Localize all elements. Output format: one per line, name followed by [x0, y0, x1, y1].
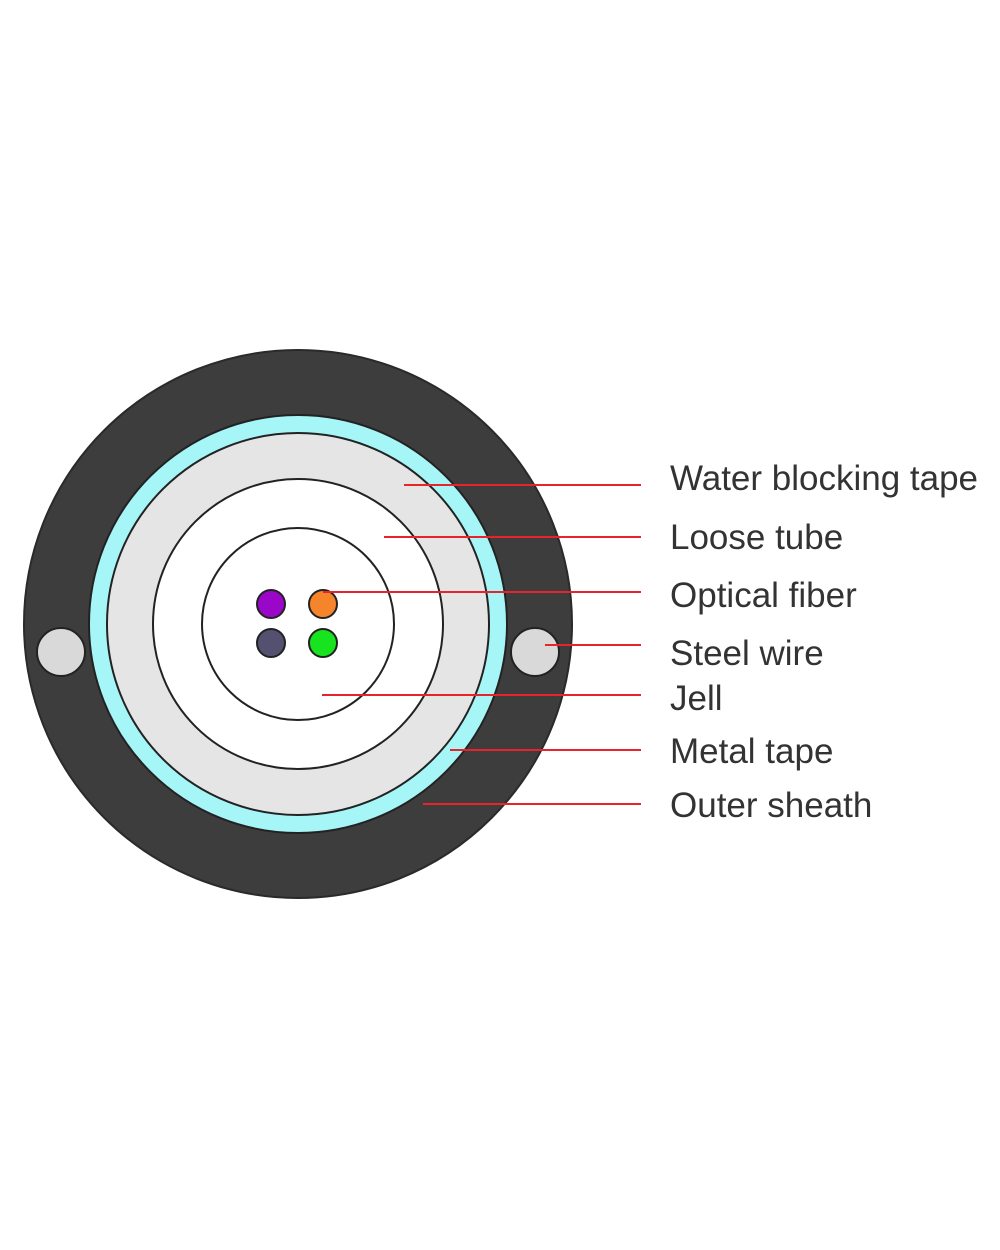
optical-fiber-green: [308, 628, 338, 658]
optical-fiber-purple: [256, 589, 286, 619]
label-metal-tape: Metal tape: [670, 732, 834, 771]
label-optical-fiber: Optical fiber: [670, 576, 857, 615]
label-steel-wire: Steel wire: [670, 634, 824, 673]
optical-fiber-orange: [308, 589, 338, 619]
optical-fiber-slate: [256, 628, 286, 658]
label-outer-sheath: Outer sheath: [670, 786, 873, 825]
steel-wire-left: [36, 627, 86, 677]
label-water-blocking-tape: Water blocking tape: [670, 459, 979, 498]
jell-core: [201, 527, 395, 721]
label-jell: Jell: [670, 679, 723, 718]
label-loose-tube: Loose tube: [670, 518, 844, 557]
steel-wire-right: [510, 627, 560, 677]
